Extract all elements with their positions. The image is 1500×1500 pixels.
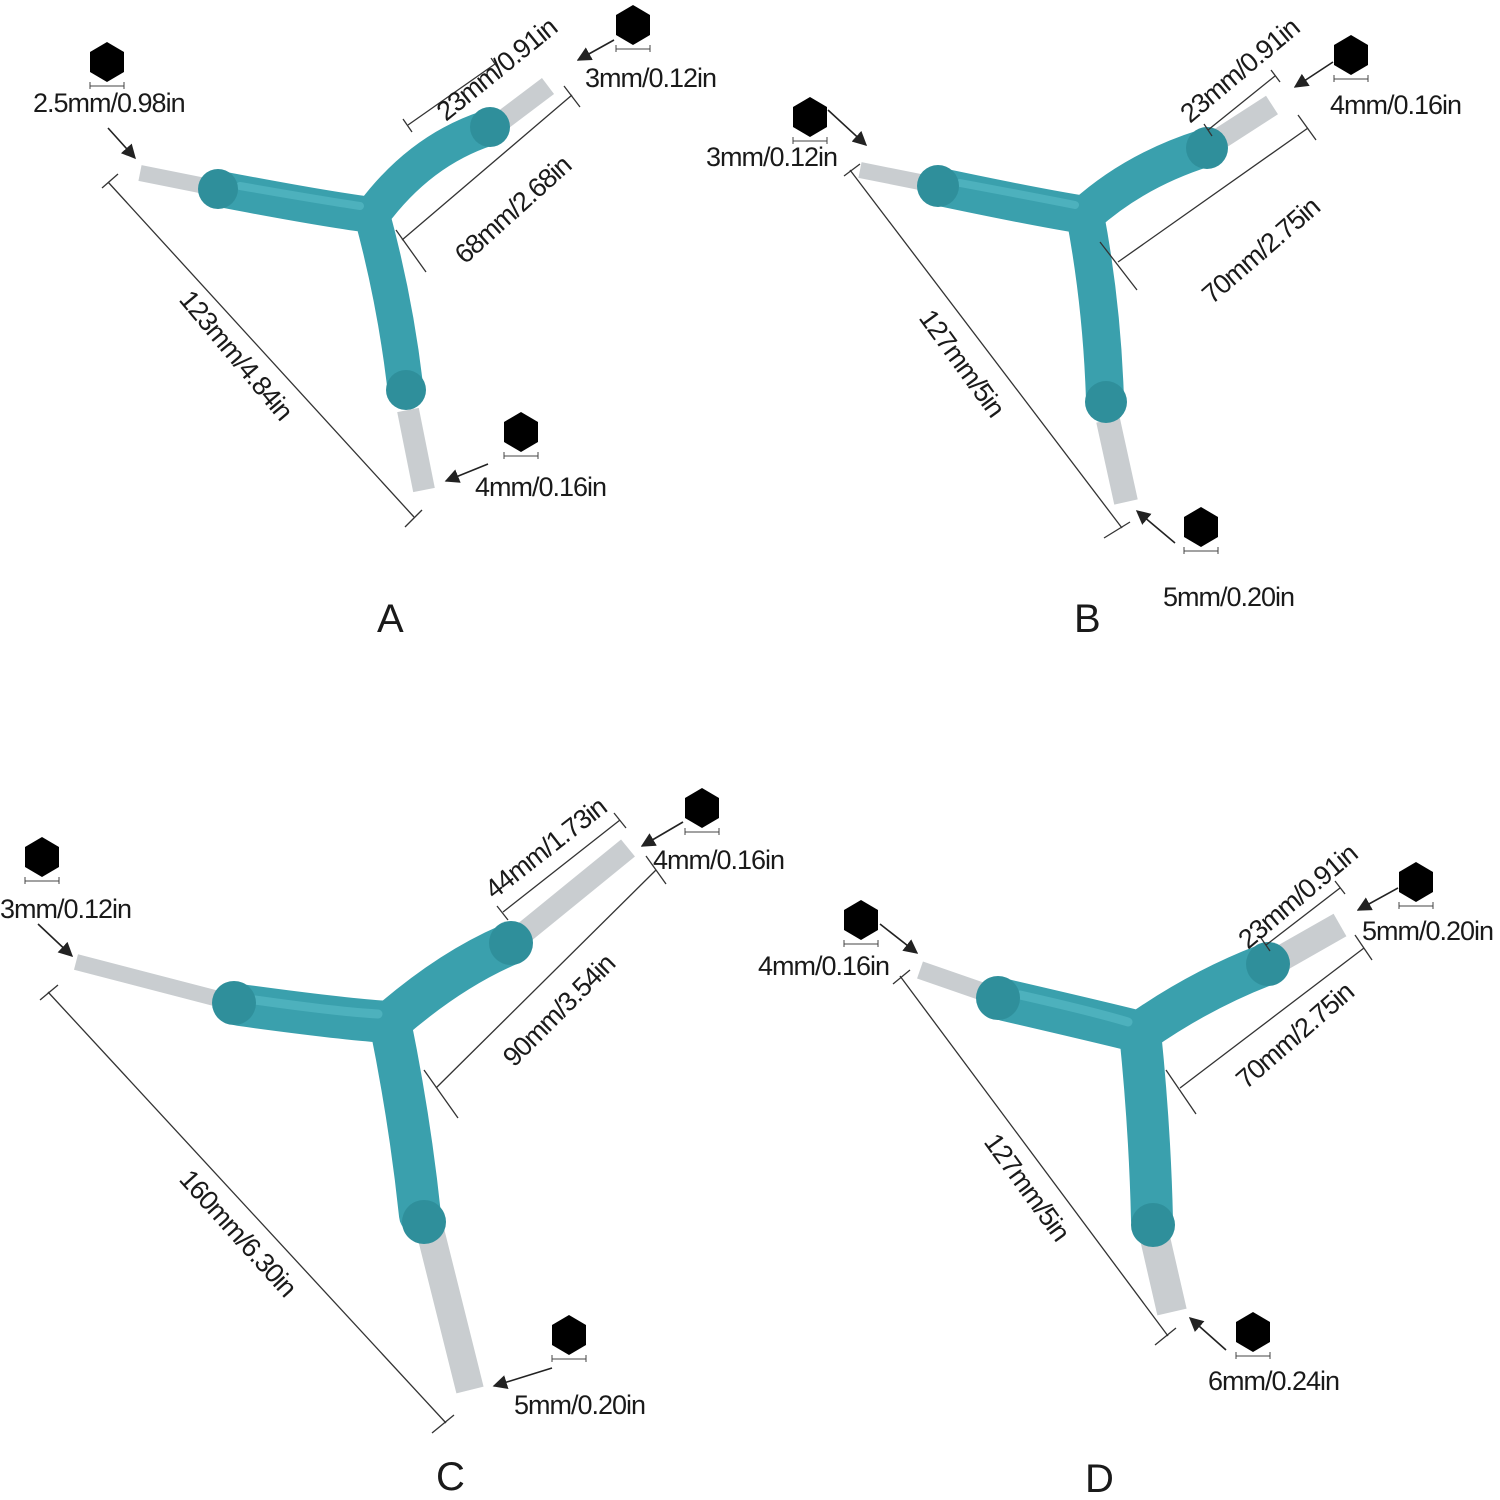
panel-a-bottom-tip (397, 407, 435, 493)
hex-key-profile-icon (615, 5, 651, 52)
hex-key-profile-icon (503, 412, 539, 459)
panel-a-bottom-tip-size: 4mm/0.16in (475, 472, 606, 502)
panel-b-label: B (1074, 597, 1101, 641)
panel-d: 4mm/0.16in 5mm/0.20in 6mm/0.24in 23mm/0.… (758, 838, 1494, 1500)
panel-a-handle (207, 110, 506, 403)
panel-b-handle (926, 129, 1224, 419)
panel-a-label: A (377, 597, 404, 641)
panel-c-handle (219, 924, 529, 1236)
panel-c-overall-length: 160mm/6.30in (174, 1164, 303, 1302)
panel-c-left-tip (73, 954, 233, 1010)
hex-key-profile-icon (792, 97, 828, 144)
panel-a-right-tip-size: 3mm/0.12in (585, 63, 716, 93)
panel-a: 2.5mm/0.98in 3mm/0.12in 4mm/0.16in 23mm/… (33, 5, 717, 641)
panel-b-right-tip-length: 23mm/0.91in (1175, 12, 1305, 128)
panel-a-overall-length: 123mm/4.84in (173, 285, 298, 426)
hex-key-profile-icon (843, 900, 879, 947)
panel-d-bottom-tip (1140, 1234, 1187, 1316)
hex-key-profile-icon (1183, 507, 1219, 554)
panel-d-bottom-tip-size: 6mm/0.24in (1208, 1366, 1339, 1396)
panel-c-bottom-tip-size: 5mm/0.20in (514, 1390, 645, 1420)
panel-b-left-tip-size: 3mm/0.12in (706, 142, 837, 172)
panel-b-bottom-tip-size: 5mm/0.20in (1163, 582, 1294, 612)
hex-key-profile-icon (551, 1315, 587, 1362)
hex-key-profile-icon (1235, 1312, 1271, 1359)
panel-b-bottom-tip (1096, 417, 1138, 505)
panel-c-bottom-tip (416, 1226, 484, 1394)
panel-d-left-tip-size: 4mm/0.16in (758, 951, 889, 981)
panel-a-left-tip-size: 2.5mm/0.98in (33, 88, 185, 118)
panel-c-label: C (436, 1455, 465, 1499)
panel-d-right-tip-size: 5mm/0.20in (1362, 916, 1493, 946)
panel-b-right-tip-size: 4mm/0.16in (1330, 90, 1461, 120)
panel-d-handle (984, 944, 1286, 1241)
panel-a-ring-right (470, 107, 510, 147)
panel-a-ring-left (198, 169, 238, 209)
panel-c-right-tip-size: 4mm/0.16in (653, 845, 784, 875)
panel-c: 3mm/0.12in 4mm/0.16in 5mm/0.20in 44mm/1.… (0, 788, 785, 1499)
panel-a-right-arm-length: 68mm/2.68in (449, 150, 577, 269)
panel-b: 3mm/0.12in 4mm/0.16in 5mm/0.20in 23mm/0.… (706, 12, 1462, 641)
panel-d-label: D (1085, 1457, 1114, 1500)
hex-key-profile-icon (1398, 862, 1434, 909)
panel-a-ring-bottom (386, 370, 426, 410)
hex-key-profile-icon (1333, 35, 1369, 82)
hex-key-profile-icon (684, 788, 720, 835)
hex-key-profile-icon (24, 837, 60, 884)
hex-key-profile-icon (89, 42, 125, 89)
panel-c-right-tip (508, 839, 635, 949)
panel-c-left-tip-size: 3mm/0.12in (0, 894, 131, 924)
panel-b-right-arm-length: 70mm/2.75in (1196, 192, 1325, 310)
